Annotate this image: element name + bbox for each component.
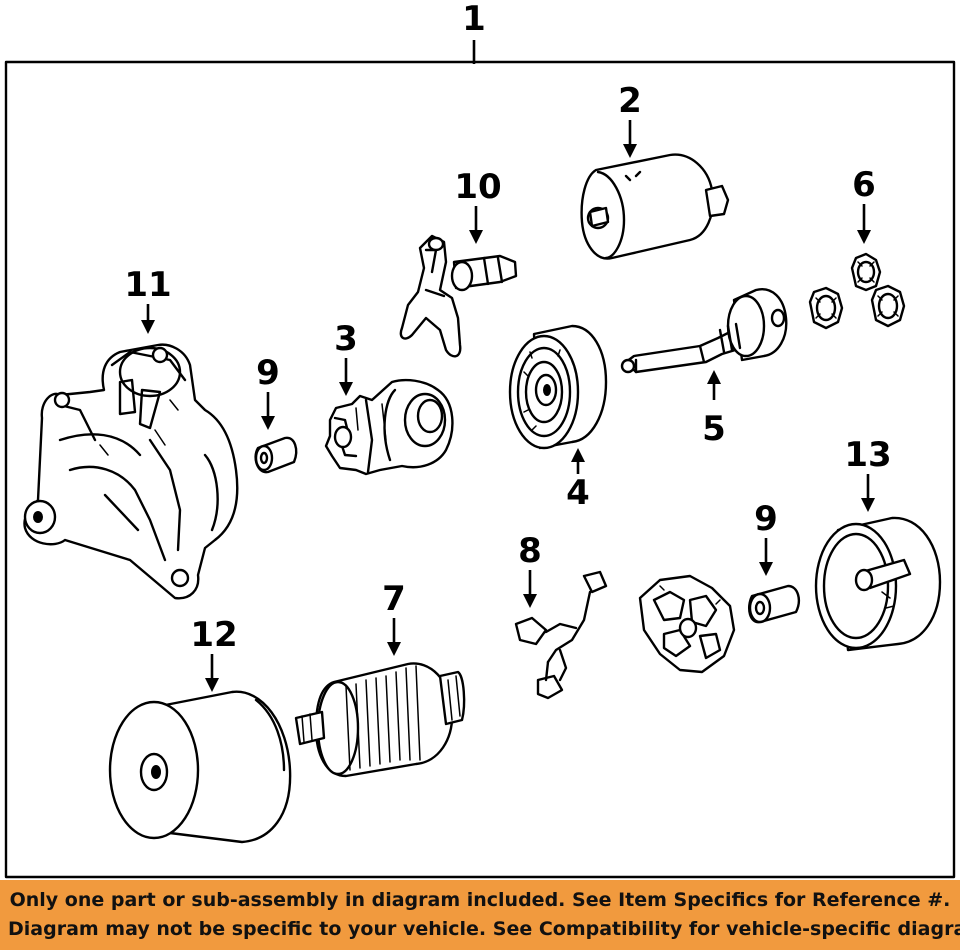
callout-number-3: 3 [334,319,358,359]
callout-number-8: 8 [518,531,542,571]
part-12-field-yoke [108,690,292,844]
callout-number-9-left: 9 [256,353,280,393]
callout-7: 7 [382,579,406,656]
callout-12: 12 [190,615,238,692]
callout-5: 5 [702,370,726,449]
part-brush-holder [638,574,736,674]
callout-number-7: 7 [382,579,406,619]
callout-11: 11 [124,265,172,334]
part-13-end-frame [814,516,942,652]
assembly-frame [4,60,956,879]
callout-number-2: 2 [618,81,642,121]
part-10-shift-lever [399,234,518,358]
disclaimer-banner: Only one part or sub-assembly in diagram… [0,880,960,950]
part-8-brush-lead [514,570,608,700]
part-9-bushing-left [254,436,298,474]
callout-1: 1 [462,0,486,39]
starter-exploded-diagram: 1 2 3 4 5 6 7 8 9 9 [4,0,956,879]
part-7-armature [294,662,466,778]
disclaimer-line-1: Only one part or sub-assembly in diagram… [9,889,951,911]
callout-number-10: 10 [454,167,501,207]
callout-number-11: 11 [124,265,171,305]
callout-number-12: 12 [190,615,237,655]
part-3-drive-pinion [324,378,454,476]
callout-9-left: 9 [256,353,280,430]
part-11-drive-housing [23,343,239,600]
callout-10: 10 [454,167,502,244]
part-5-output-shaft [620,288,788,374]
callout-number-5: 5 [702,409,726,449]
callout-number-9-right: 9 [754,499,778,539]
callout-number-13: 13 [844,435,891,475]
callout-13: 13 [844,435,892,512]
callout-number-6: 6 [852,165,876,205]
callout-number-4: 4 [566,473,590,513]
part-2-solenoid [580,153,730,260]
callout-9-right: 9 [754,499,778,576]
part-6-planetary-gears [808,252,906,330]
part-9-bushing-right [748,584,800,624]
part-4-clutch [508,324,608,450]
callout-number-1: 1 [462,0,486,39]
callout-8: 8 [518,531,542,608]
callout-4: 4 [566,448,590,513]
callout-6: 6 [852,165,876,244]
disclaimer-line-2: Diagram may not be specific to your vehi… [8,918,960,940]
callout-2: 2 [618,81,642,158]
callout-3: 3 [334,319,358,396]
